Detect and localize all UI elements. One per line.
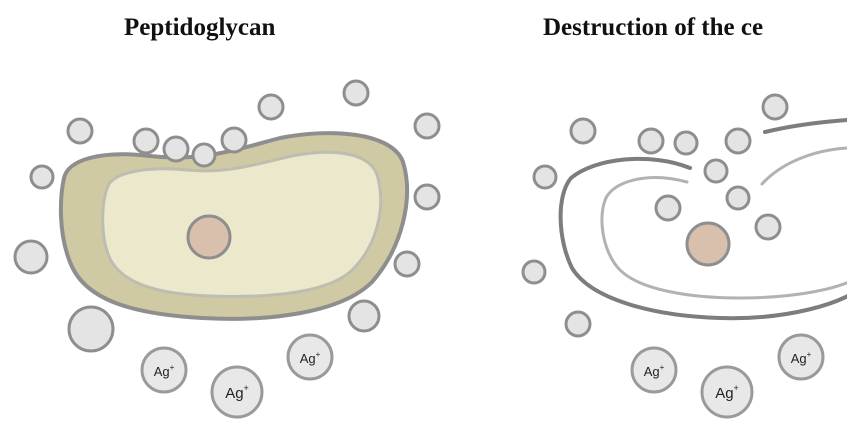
nucleoid [687, 223, 729, 265]
silver-ion: Ag+ [702, 367, 752, 417]
particle [675, 132, 697, 154]
particle [415, 185, 439, 209]
silver-ion: Ag+ [142, 348, 186, 392]
damaged-bacterium [561, 120, 847, 318]
nucleoid [188, 216, 230, 258]
particles-right [523, 95, 787, 336]
particle [193, 144, 215, 166]
particle [69, 307, 113, 351]
particle [15, 241, 47, 273]
intact-bacterium [61, 133, 407, 319]
particle [763, 95, 787, 119]
silver-ion: Ag+ [779, 335, 823, 379]
particle [534, 166, 556, 188]
particle [134, 129, 158, 153]
ruptured-inner-membrane-fragment [762, 148, 847, 184]
particle [164, 137, 188, 161]
silver-ions-right: Ag+ Ag+ Ag+ [632, 335, 823, 417]
silver-ion: Ag+ [288, 335, 332, 379]
particle [705, 160, 727, 182]
particle [566, 312, 590, 336]
particle [571, 119, 595, 143]
silver-ions-left: Ag+ Ag+ Ag+ [142, 335, 332, 417]
particle [68, 119, 92, 143]
particle [726, 129, 750, 153]
particle [639, 129, 663, 153]
particle [31, 166, 53, 188]
particle [523, 261, 545, 283]
particle [259, 95, 283, 119]
particle [395, 252, 419, 276]
particle [656, 196, 680, 220]
particle [222, 128, 246, 152]
cell-wall-inner-layer [103, 152, 381, 296]
particle [727, 187, 749, 209]
silver-ion: Ag+ [212, 367, 262, 417]
ruptured-outer-membrane-fragment [765, 120, 847, 132]
particle [344, 81, 368, 105]
particle [756, 215, 780, 239]
particle [415, 114, 439, 138]
silver-ion: Ag+ [632, 348, 676, 392]
particle [349, 301, 379, 331]
